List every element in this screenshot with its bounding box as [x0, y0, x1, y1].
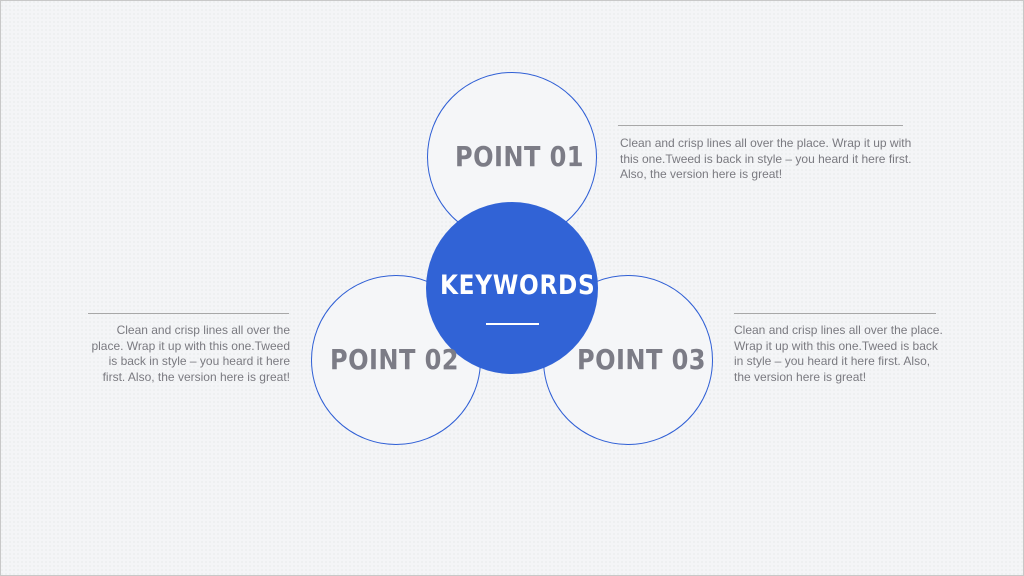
keywords-circle	[426, 202, 598, 374]
keywords-label: KEYWORDS	[440, 270, 596, 301]
point-01-divider	[618, 125, 903, 126]
keywords-underline	[486, 323, 539, 325]
point-02-label: POINT 02	[330, 343, 459, 376]
point-03-label: POINT 03	[577, 343, 706, 376]
point-03-divider	[734, 313, 936, 314]
point-01-label: POINT 01	[455, 140, 584, 173]
point-03-description: Clean and crisp lines all over the place…	[734, 323, 943, 384]
point-01-description: Clean and crisp lines all over the place…	[620, 136, 912, 181]
point-02-divider	[88, 313, 289, 314]
point-02-description: Clean and crisp lines all over the place…	[91, 323, 290, 384]
